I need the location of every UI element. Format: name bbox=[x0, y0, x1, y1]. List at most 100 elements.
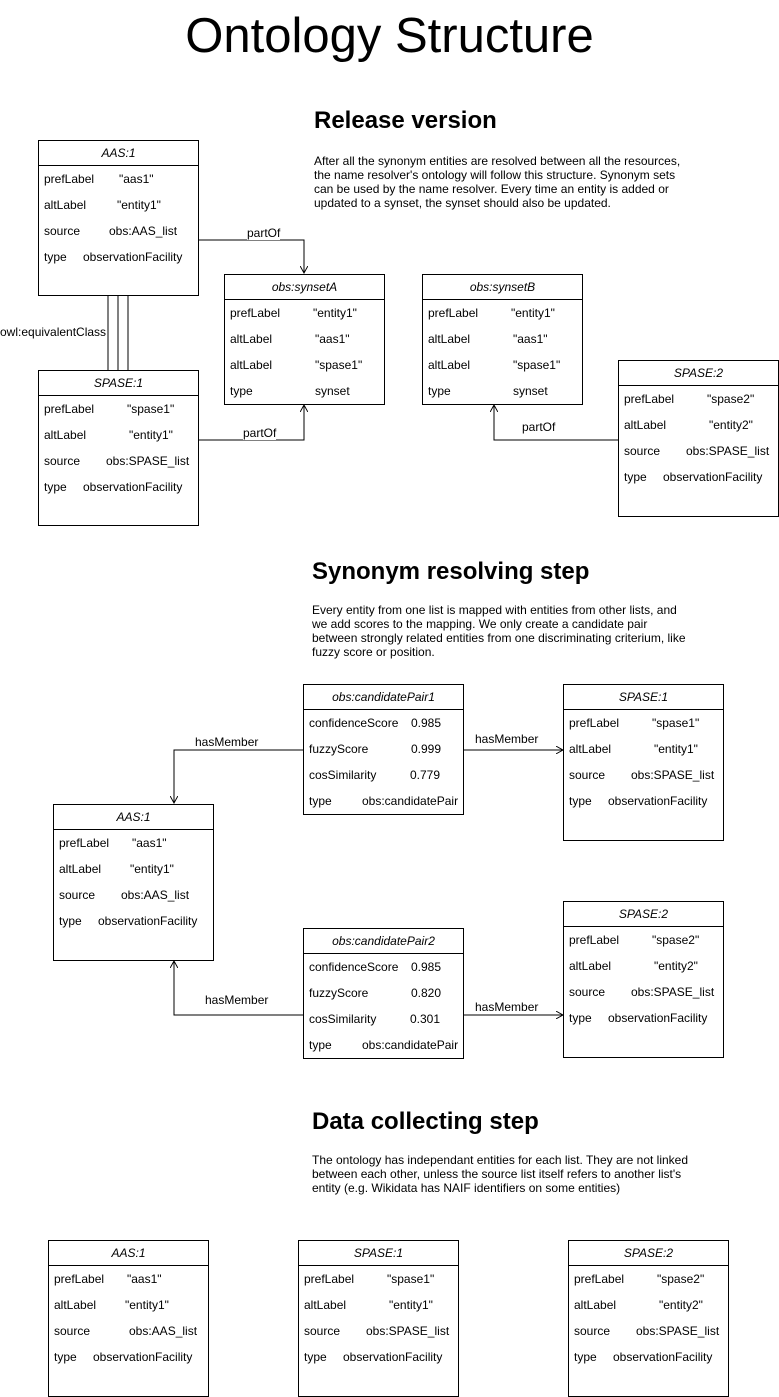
box-title: SPASE:2 bbox=[619, 361, 778, 386]
row-key: altLabel bbox=[54, 1298, 97, 1312]
row-value: "entity1" bbox=[130, 862, 174, 876]
row-value: 0.820 bbox=[411, 986, 442, 1000]
row-key: confidenceScore bbox=[309, 716, 399, 730]
row-key: prefLabel bbox=[428, 306, 479, 320]
row-value: "entity1" bbox=[125, 1298, 169, 1312]
collecting-spase2-box: SPASE:2 prefLabel"spase2" altLabel"entit… bbox=[568, 1240, 729, 1397]
box-row: confidenceScore 0.985 bbox=[304, 954, 463, 980]
box-title: obs:synsetB bbox=[423, 275, 582, 300]
edge-label-hasmember: hasMember bbox=[205, 993, 269, 1007]
synonym-heading: Synonym resolving step bbox=[312, 558, 590, 585]
row-value: "aas1" bbox=[127, 1272, 162, 1286]
row-key: type bbox=[309, 1038, 332, 1052]
row-key: fuzzyScore bbox=[309, 986, 369, 1000]
row-value: observationFacility bbox=[608, 794, 708, 808]
row-value: "entity1" bbox=[511, 306, 555, 320]
box-row: altLabel "entity1" bbox=[49, 1292, 208, 1318]
row-key: source bbox=[574, 1324, 611, 1338]
row-value: 0.985 bbox=[411, 960, 442, 974]
row-key: altLabel bbox=[230, 332, 273, 346]
release-spase1-box: SPASE:1 prefLabel"spase1" altLabel"entit… bbox=[38, 370, 199, 526]
edge-spase2-partof-synsetB bbox=[494, 405, 618, 441]
row-key: prefLabel bbox=[304, 1272, 355, 1286]
row-value: "entity1" bbox=[313, 306, 357, 320]
row-value: "aas1" bbox=[119, 172, 154, 186]
box-row: prefLabel"aas1" bbox=[54, 830, 213, 856]
row-value: observationFacility bbox=[83, 250, 183, 264]
release-description: After all the synonym entities are resol… bbox=[314, 154, 681, 210]
row-key: type bbox=[54, 1350, 77, 1364]
row-value: "entity1" bbox=[117, 198, 161, 212]
box-row: prefLabel "entity1" bbox=[225, 300, 384, 326]
row-value: "entity2" bbox=[659, 1298, 703, 1312]
row-key: type bbox=[574, 1350, 597, 1364]
synonym-spase2-box: SPASE:2 prefLabel"spase2" altLabel"entit… bbox=[563, 901, 724, 1058]
row-key: prefLabel bbox=[569, 933, 620, 947]
row-value: synset bbox=[315, 384, 350, 398]
box-row: prefLabel"spase2" bbox=[564, 927, 723, 953]
collecting-description: The ontology has independant entities fo… bbox=[312, 1153, 689, 1195]
row-key: source bbox=[569, 985, 606, 999]
box-title: AAS:1 bbox=[54, 805, 213, 830]
release-spase2-box: SPASE:2 prefLabel"spase2" altLabel"entit… bbox=[618, 360, 779, 517]
box-title: SPASE:2 bbox=[564, 902, 723, 927]
row-key: altLabel bbox=[624, 418, 667, 432]
row-key: prefLabel bbox=[230, 306, 281, 320]
row-value: obs:SPASE_list bbox=[631, 768, 715, 782]
row-value: observationFacility bbox=[608, 1011, 708, 1025]
box-title: SPASE:1 bbox=[564, 685, 723, 710]
row-key: prefLabel bbox=[574, 1272, 625, 1286]
box-row: altLabel"spase1" bbox=[225, 352, 384, 378]
row-key: altLabel bbox=[574, 1298, 617, 1312]
row-value: obs:SPASE_list bbox=[686, 444, 770, 458]
row-value: obs:SPASE_list bbox=[636, 1324, 720, 1338]
row-value: observationFacility bbox=[98, 914, 198, 928]
row-value: observationFacility bbox=[83, 480, 183, 494]
box-row: prefLabel"aas1" bbox=[49, 1266, 208, 1292]
row-value: obs:SPASE_list bbox=[366, 1324, 450, 1338]
row-value: synset bbox=[513, 384, 548, 398]
edge-aas1-partof-synsetA bbox=[198, 239, 304, 273]
row-value: "spase2" bbox=[707, 392, 755, 406]
row-key: cosSimilarity bbox=[309, 768, 377, 782]
row-key: type bbox=[569, 794, 592, 808]
box-row: prefLabel"spase1" bbox=[39, 396, 198, 422]
box-row: prefLabel"spase2" bbox=[569, 1266, 728, 1292]
row-key: confidenceScore bbox=[309, 960, 399, 974]
row-key: altLabel bbox=[569, 959, 612, 973]
page-title: Ontology Structure bbox=[185, 9, 594, 63]
row-key: source bbox=[569, 768, 606, 782]
row-key: type bbox=[304, 1350, 327, 1364]
row-value: "aas1" bbox=[315, 332, 350, 346]
box-row: prefLabel"spase1" bbox=[299, 1266, 458, 1292]
box-row: prefLabel"spase1" bbox=[564, 710, 723, 736]
row-key: type bbox=[569, 1011, 592, 1025]
box-row: altLabel"entity1" bbox=[39, 422, 198, 448]
row-key: prefLabel bbox=[44, 402, 95, 416]
row-key: altLabel bbox=[230, 358, 273, 372]
row-value: 0.999 bbox=[411, 742, 442, 756]
collecting-heading: Data collecting step bbox=[312, 1108, 539, 1135]
edge-pair2-hasmember-aas1 bbox=[174, 961, 304, 1016]
box-title: AAS:1 bbox=[39, 141, 198, 166]
edge-pair1-hasmember-aas1 bbox=[174, 749, 304, 803]
box-row: fuzzyScore 0.820 bbox=[304, 980, 463, 1006]
row-key: altLabel bbox=[44, 428, 87, 442]
box-row: source obs:SPASE_list bbox=[569, 1318, 728, 1344]
row-value: obs:AAS_list bbox=[109, 224, 178, 238]
